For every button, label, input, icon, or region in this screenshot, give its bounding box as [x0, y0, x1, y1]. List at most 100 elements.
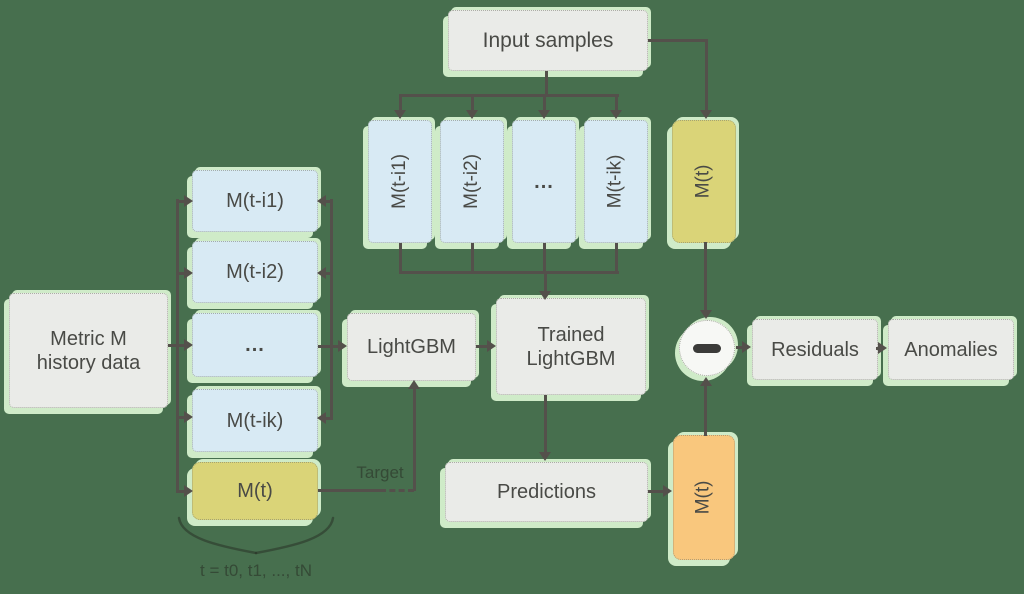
- minus-icon: [693, 343, 721, 353]
- arrowhead-icon: [338, 340, 347, 352]
- connector-line: [178, 343, 185, 347]
- connector-line: [542, 95, 546, 111]
- arrowhead-icon: [663, 485, 672, 497]
- sample-box-i2: M(t-i2): [440, 120, 504, 243]
- arrowhead-icon: [610, 110, 622, 119]
- input-samples-label: Input samples: [482, 28, 614, 52]
- connector-line: [178, 271, 185, 275]
- connector-dashed-line: [380, 488, 414, 492]
- lightgbm-label: LightGBM: [367, 336, 456, 358]
- arrowhead-icon: [394, 110, 406, 119]
- target-annotation: Target: [356, 463, 404, 482]
- predictions-box: Predictions: [445, 462, 648, 522]
- connector-line: [323, 199, 332, 203]
- predicted-mt-box: M(t): [673, 435, 735, 560]
- sample-ik-label: M(t-ik): [604, 154, 626, 209]
- sample-box-ellipsis: ...: [512, 120, 576, 243]
- connector-line: [412, 386, 416, 491]
- connector-line: [545, 71, 548, 97]
- stack-t-label: M(t): [237, 480, 273, 502]
- connector-line: [330, 199, 333, 420]
- arrowhead-icon: [878, 342, 887, 354]
- connector-line: [543, 395, 547, 454]
- sample-i1-label: M(t-i1): [388, 154, 410, 209]
- arrowhead-icon: [184, 267, 193, 279]
- connector-line: [704, 384, 707, 436]
- stack-ellipsis-label: ...: [245, 334, 265, 356]
- arrowhead-icon: [466, 110, 478, 119]
- brace-icon: [177, 516, 335, 555]
- residuals-box: Residuals: [752, 319, 878, 380]
- arrowhead-icon: [184, 195, 193, 207]
- arrowhead-icon: [408, 380, 420, 389]
- predictions-label: Predictions: [497, 481, 596, 503]
- connector-line: [178, 199, 185, 203]
- predicted-t-label: M(t): [692, 480, 714, 515]
- arrowhead-icon: [317, 195, 326, 207]
- connector-line: [648, 489, 668, 493]
- stack-box-i2: M(t-i2): [192, 241, 318, 303]
- stack-box-ik: M(t-ik): [192, 389, 318, 452]
- connector-line: [704, 40, 708, 113]
- stack-box-ellipsis: ...: [192, 313, 318, 377]
- arrowhead-icon: [539, 291, 551, 300]
- time-range-annotation: t = t0, t1, ..., tN: [200, 561, 312, 580]
- connector-line: [476, 344, 489, 348]
- connector-line: [614, 243, 618, 273]
- connector-line: [398, 270, 619, 274]
- connector-line: [168, 343, 178, 347]
- residuals-label: Residuals: [771, 338, 859, 361]
- connector-line: [323, 416, 332, 420]
- input-samples-box: Input samples: [448, 10, 648, 71]
- connector-line: [543, 271, 547, 291]
- connector-line: [398, 93, 619, 97]
- arrowhead-icon: [317, 267, 326, 279]
- connector-line: [470, 243, 474, 273]
- stack-box-t: M(t): [192, 462, 318, 520]
- arrowhead-icon: [538, 110, 550, 119]
- connector-line: [470, 95, 474, 111]
- metric-history-box: Metric M history data: [9, 293, 168, 408]
- sample-box-ik: M(t-ik): [584, 120, 648, 243]
- arrowhead-icon: [742, 341, 751, 353]
- metric-history-line2: history data: [36, 351, 141, 374]
- arrowhead-icon: [184, 339, 193, 351]
- arrowhead-icon: [699, 310, 712, 319]
- connector-line: [318, 344, 340, 348]
- trained-line2: LightGBM: [526, 347, 616, 370]
- stack-ik-label: M(t-ik): [226, 409, 284, 432]
- sample-box-i1: M(t-i1): [368, 120, 432, 243]
- anomalies-label: Anomalies: [904, 338, 998, 361]
- stack-i2-label: M(t-i2): [226, 261, 284, 283]
- metric-history-line1: Metric M: [50, 327, 127, 350]
- connector-line: [398, 95, 402, 111]
- arrowhead-icon: [487, 340, 496, 352]
- sample-t-label: M(t): [692, 164, 714, 199]
- sample-box-t: M(t): [672, 120, 736, 243]
- arrowhead-icon: [184, 485, 193, 497]
- subtract-node: [679, 320, 735, 376]
- connector-line: [542, 243, 546, 273]
- trained-line1: Trained: [537, 323, 605, 346]
- arrowhead-icon: [699, 377, 712, 386]
- arrowhead-icon: [539, 452, 551, 461]
- connector-line: [648, 38, 708, 42]
- stack-i1-label: M(t-i1): [226, 190, 284, 212]
- sample-ellipsis-label: ...: [534, 170, 554, 193]
- connector-dashed-line: [736, 345, 745, 349]
- trained-lightgbm-box: Trained LightGBM: [496, 298, 646, 395]
- connector-line: [704, 242, 707, 312]
- anomalies-box: Anomalies: [888, 319, 1014, 380]
- connector-line: [178, 415, 185, 419]
- connector-line: [614, 95, 618, 111]
- connector-line: [176, 199, 179, 493]
- arrowhead-icon: [184, 411, 193, 423]
- connector-line: [323, 271, 332, 275]
- connector-line: [398, 243, 402, 273]
- arrowhead-icon: [317, 412, 326, 424]
- arrowhead-icon: [700, 110, 712, 119]
- lightgbm-box: LightGBM: [347, 313, 476, 381]
- connector-line: [318, 488, 380, 492]
- sample-i2-label: M(t-i2): [460, 154, 482, 209]
